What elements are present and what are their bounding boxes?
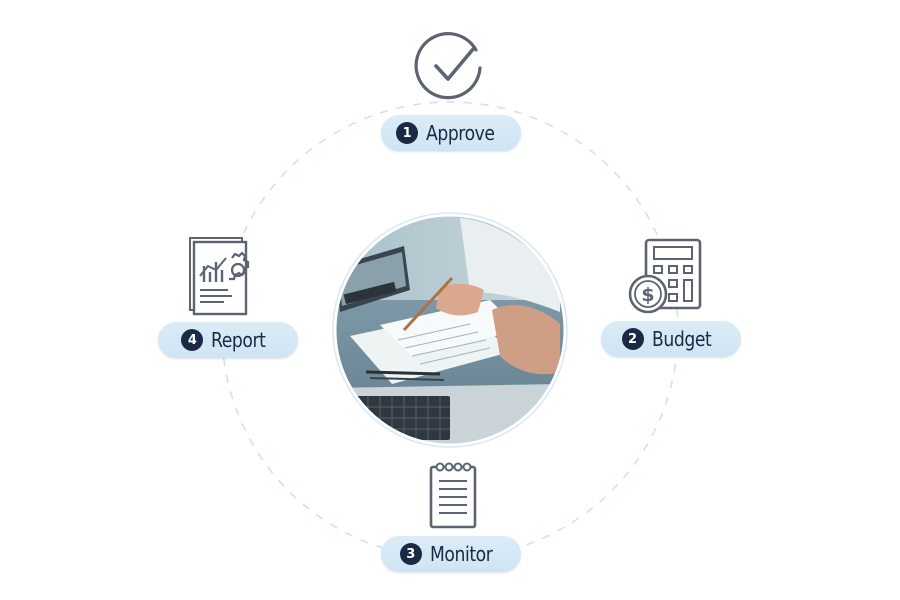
step-number-badge: 1 (396, 122, 419, 144)
step-monitor: 3 Monitor (381, 536, 521, 572)
step-number-badge: 4 (181, 329, 204, 351)
step-number-badge: 3 (399, 543, 422, 565)
step-label: Report (211, 328, 266, 352)
step-budget: 2 Budget (601, 321, 741, 357)
chart-report-gear-icon (189, 237, 250, 316)
step-report: 4 Report (158, 322, 298, 358)
step-label: Budget (651, 327, 712, 351)
step-label: Approve (426, 121, 495, 145)
step-number-badge: 2 (621, 328, 644, 350)
step-approve: 1 Approve (381, 115, 521, 151)
notepad-icon (429, 462, 477, 529)
checkmark-circle-icon (414, 32, 482, 100)
step-label: Monitor (429, 542, 493, 566)
svg-text:$: $ (641, 284, 654, 306)
calculator-dollar-icon: $ (628, 238, 702, 314)
